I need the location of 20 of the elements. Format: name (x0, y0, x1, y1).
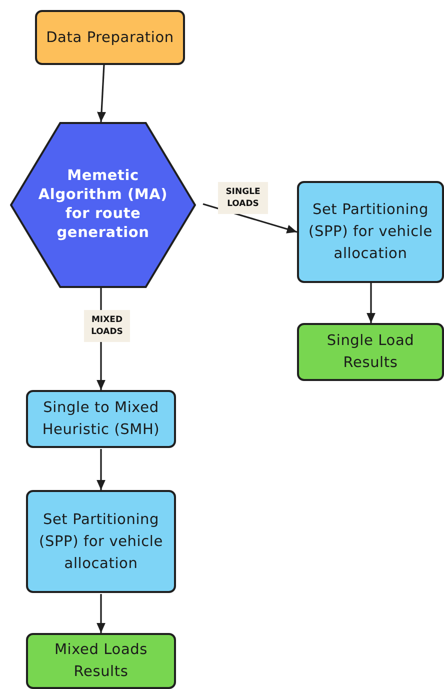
process-box (297, 181, 444, 283)
arrow (97, 64, 106, 122)
node-text: Set Partitioning (SPP) for vehicle allocation (38, 510, 164, 574)
edge-label: MIXED LOADS (84, 310, 130, 342)
arrow (96, 449, 106, 490)
node-text: Memetic Algorithm (MA) for route generation (37, 167, 169, 243)
process-box (26, 390, 176, 448)
node-text: Mixed Loads Results (53, 641, 149, 682)
result-box (297, 323, 444, 381)
edge-label: SINGLE LOADS (218, 182, 268, 214)
node-text: Set Partitioning (SPP) for vehicle allocation (308, 201, 434, 264)
node-text: Data Preparation (45, 28, 175, 48)
node-text: Single to Mixed Heuristic (SMH) (41, 399, 161, 440)
arrow (96, 594, 106, 633)
algorithm-hexagon (10, 122, 196, 288)
process-box (26, 490, 176, 593)
result-box (26, 633, 176, 689)
node-text: Single Load Results (326, 332, 416, 373)
arrow (366, 283, 376, 323)
input-box (35, 10, 185, 65)
